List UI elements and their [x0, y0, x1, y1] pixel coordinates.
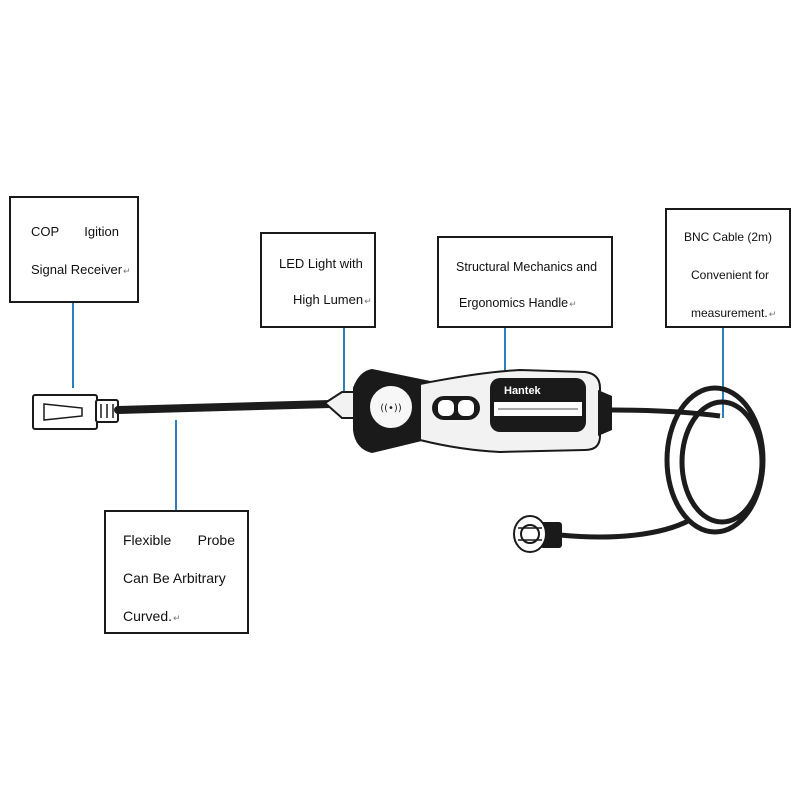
cop-label-line2: Signal Receiver	[31, 262, 123, 277]
probe-label-line3: Curved.	[123, 608, 173, 624]
probe-label-word1: Flexible	[123, 532, 172, 548]
bnc-label-line2: Convenient for	[691, 268, 770, 282]
flexible-probe-cable	[114, 400, 334, 414]
callout-bnc-cable: BNC Cable (2m) Convenient for measuremen…	[665, 208, 791, 328]
bnc-cable	[559, 385, 766, 540]
cop-label-word1: COP	[31, 224, 60, 239]
cop-label-word2: Igition	[84, 224, 119, 239]
return-icon: ↵	[768, 309, 777, 319]
probe-device: ((•))	[323, 368, 612, 454]
return-icon: ↵	[569, 299, 577, 309]
return-icon: ↵	[123, 266, 131, 276]
led-label-line1: LED Light with	[279, 256, 363, 271]
callout-led-light: LED Light with High Lumen↵	[260, 232, 376, 328]
callout-flexible-probe: Flexible Probe Can Be Arbitrary Curved.↵	[104, 510, 249, 634]
callout-handle: Structural Mechanics and Ergonomics Hand…	[437, 236, 613, 328]
probe-label-line2: Can Be Arbitrary	[123, 570, 226, 586]
brand-label: Hantek	[504, 385, 541, 397]
bnc-label-line3: measurement.	[691, 306, 768, 320]
handle-label-line1: Structural Mechanics and	[456, 260, 598, 274]
cop-connector	[32, 394, 119, 430]
led-symbol: ((•))	[380, 403, 402, 414]
return-icon: ↵	[364, 296, 372, 306]
callout-cop-receiver: COP Igition Signal Receiver↵	[9, 196, 139, 303]
led-button	[368, 384, 414, 430]
probe-label-word2: Probe	[197, 532, 235, 548]
led-label-line2: High Lumen	[293, 292, 364, 307]
return-icon: ↵	[173, 613, 181, 623]
bnc-connector	[513, 515, 562, 553]
bnc-label-line1: BNC Cable (2m)	[684, 230, 773, 244]
handle-label-line2: Ergonomics Handle	[459, 296, 569, 310]
